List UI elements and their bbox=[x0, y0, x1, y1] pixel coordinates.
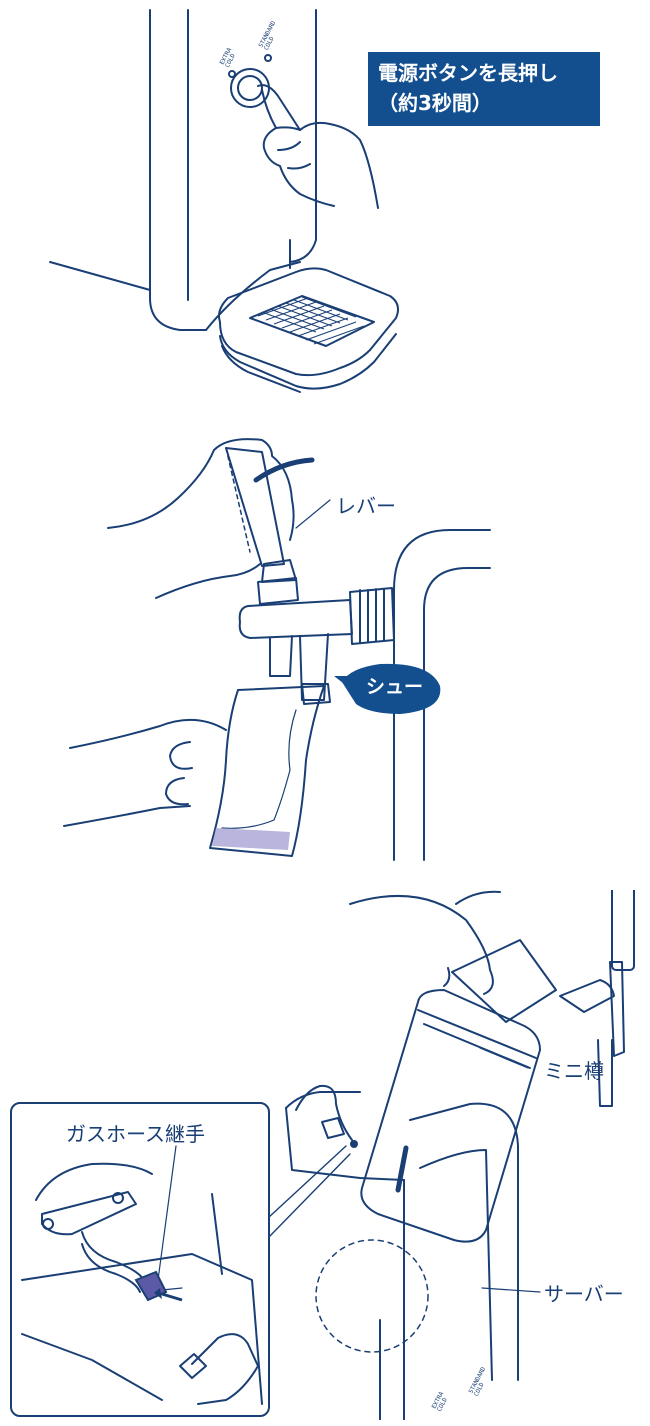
server-right-edge bbox=[290, 10, 316, 262]
inset-drawing bbox=[12, 1104, 268, 1415]
tap-body bbox=[240, 600, 352, 638]
callout-line-2: （約3秒間） bbox=[378, 88, 590, 118]
tray-grid bbox=[258, 297, 364, 344]
lever-label: レバー bbox=[336, 490, 396, 519]
power-button-callout: 電源ボタンを長押し （約3秒間） bbox=[368, 52, 600, 126]
server-body bbox=[150, 10, 206, 330]
gas-hose-inset: ガスホース継手 bbox=[10, 1102, 270, 1417]
mini-keg-label: ミニ樽 bbox=[544, 1055, 604, 1084]
mini-keg bbox=[361, 990, 540, 1242]
holding-hand bbox=[350, 892, 500, 994]
keg-tap bbox=[452, 940, 556, 1022]
tap-coupler bbox=[350, 588, 394, 644]
callout-line-1: 電源ボタンを長押し bbox=[378, 58, 590, 88]
lower-hand bbox=[64, 720, 226, 826]
server-side bbox=[50, 262, 150, 290]
sound-label: シュー bbox=[366, 672, 423, 699]
step2-illustration bbox=[0, 400, 650, 880]
server-label: サーバー bbox=[544, 1278, 624, 1307]
beer-liquid bbox=[212, 828, 290, 850]
upper-hand bbox=[108, 439, 294, 598]
hose-bracket bbox=[42, 1192, 136, 1234]
dashed-circle bbox=[316, 1240, 428, 1352]
pressing-hand bbox=[258, 85, 378, 208]
gas-hose-coupling-label: ガスホース継手 bbox=[66, 1118, 205, 1147]
power-button bbox=[231, 69, 269, 107]
server-top bbox=[286, 1108, 404, 1180]
